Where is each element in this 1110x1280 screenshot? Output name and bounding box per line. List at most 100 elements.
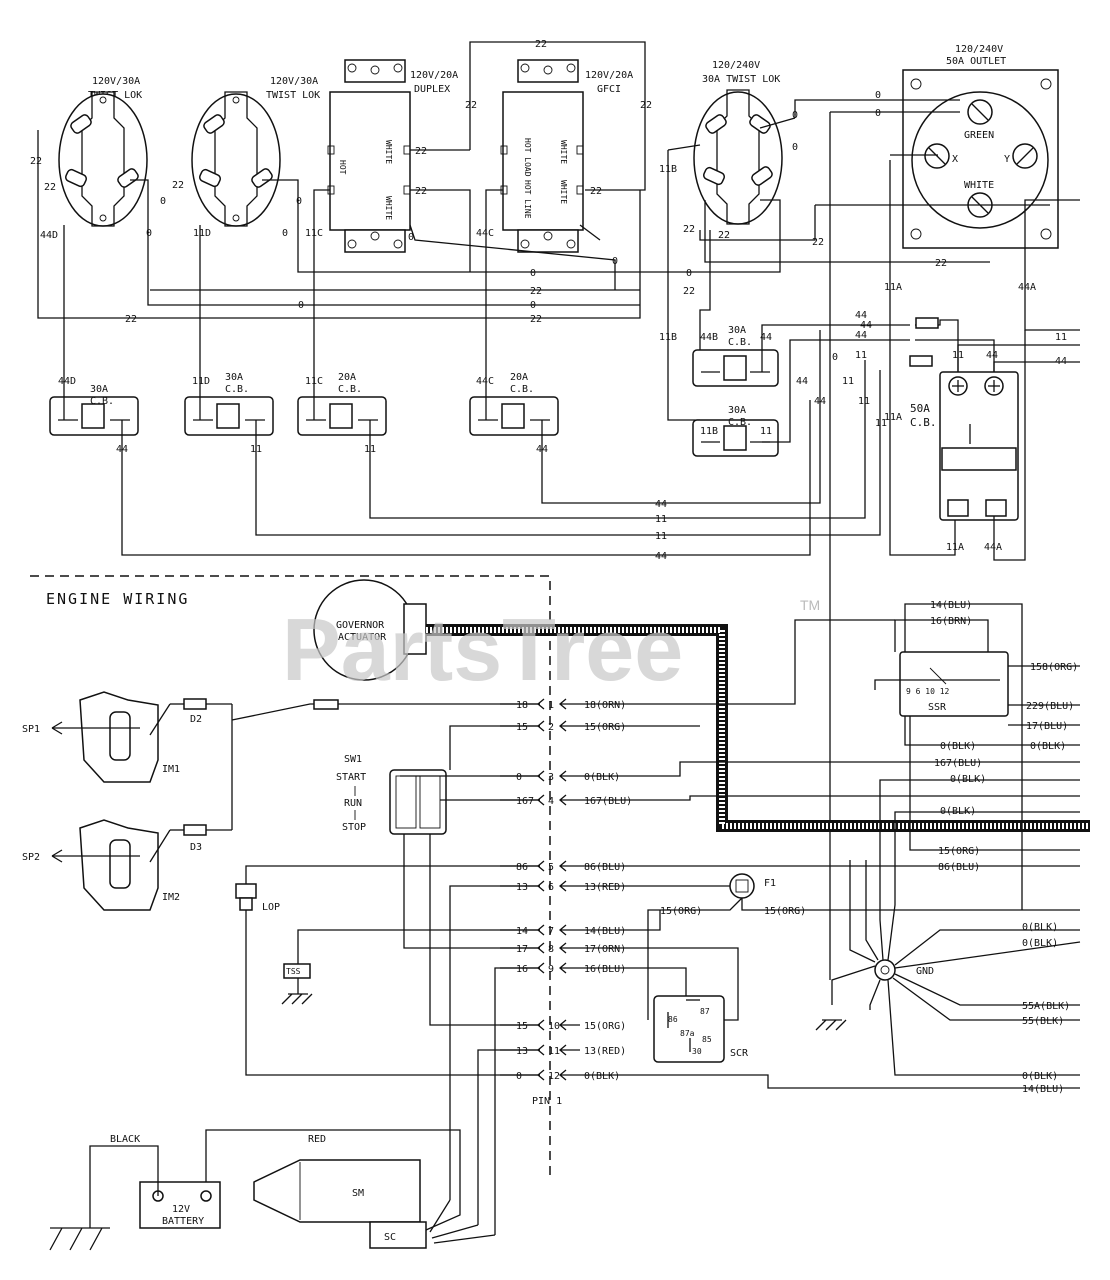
connector-left-label: 16 [516,964,528,975]
wire-label-11-d: 11 [875,418,887,429]
right-wire-label: 55A(BLK) [1022,1001,1070,1012]
wire-label-0-b: 0 [530,300,536,311]
cb4-in: 44C [476,376,494,387]
wire-label-22-r2: 22 [172,180,184,191]
cb5-out: 44 [760,332,772,343]
wire-label-22-r5b: 22 [718,230,730,241]
wire-label-11-bus2: 11 [655,531,667,542]
wire-label-11b-mid: 11B [659,332,677,343]
wire-label-11-b: 11 [842,376,854,387]
connector-pin-number: 6 [548,882,554,893]
wire-label-11-a: 11 [855,350,867,361]
gfci-label: 120V/20A [585,70,633,81]
ground-label: GND [916,966,934,977]
breaker-cb1: 30A C.B. 44D 44 [49,225,811,556]
connector-left-label: 15 [516,722,528,733]
wire-label-11d-top: 11D [193,228,211,239]
receptacle-gfci: 120V/20A GFCI HOT LOAD HOT LINE WHITE WH… [500,59,633,253]
starter-motor-label: SM [352,1188,364,1199]
cb6-in: 11B [700,426,718,437]
tss-label: TSS [286,967,301,976]
gfci-white-bottom-label: WHITE [559,180,568,204]
relay-scr: 86 87 87a 85 30 SCR [580,947,749,1063]
wire-label-44c-top: 44C [476,228,494,239]
watermark: PartsTree [282,600,683,699]
wire-label-11-c: 11 [858,396,870,407]
wire-label-0-f: 0 [146,228,152,239]
connector-pin-number: 12 [548,1071,560,1082]
right-wire-label: 14(BLU) [930,600,972,611]
duplex-hot-label: HOT [338,160,347,175]
watermark-tm: TM [800,597,820,613]
wire-label-0-l: 0 [875,90,881,101]
right-wire-label: 158(ORG) [1030,662,1078,673]
connector-left-label: 86 [516,862,528,873]
cb5-rating: 30A [728,325,746,336]
wire-label-0-a: 0 [298,300,304,311]
connector-chevron [536,1069,580,1081]
right-wire-label: 0(BLK) [940,806,976,817]
right-wire-label: 15(ORG) [938,846,980,857]
wire-label-22-r1b: 22 [44,182,56,193]
ignition-module-2: SP2 IM2 [22,819,180,911]
ssr-relay: SSR 9 6 10 12 [580,603,1080,910]
engine-wiring-boundary [30,575,551,1180]
cb50-rating: 50A [910,402,930,415]
connector-right-label: 0(BLK) [584,1071,620,1082]
connector-chevron [536,942,580,954]
wire-label-22-outlet2: 22 [935,258,947,269]
wire-label-22-top: 22 [535,39,547,50]
cb6-rating: 30A [728,405,746,416]
relay-86: 86 [668,1015,678,1024]
wire-label-0-m: 0 [875,108,881,119]
cb2-rating: 30A [225,372,243,383]
wire-label-11b-top: 11B [659,164,677,175]
wire-label-11a-mid: 11A [884,412,902,423]
wire-label-44-bus1: 44 [655,499,667,510]
receptacle-duplex: 120V/20A DUPLEX HOT WHITE WHITE [327,59,458,253]
connector-right-label: 16(BLU) [584,964,626,975]
right-wire-label: 0(BLK) [1030,741,1066,752]
wire-label-0-k: 0 [792,110,798,121]
cb50-bottom-right: 44A [984,542,1002,553]
connector-pin-number: 11 [548,1046,560,1057]
right-wire-label: 0(BLK) [950,774,986,785]
ground-star: GND [580,716,1081,1089]
connector-chevron [536,698,580,710]
outlet-50a-sublabel: 50A OUTLET [946,56,1006,67]
wire-15-a [449,725,540,770]
duplex-white-top-label: WHITE [384,140,393,164]
connector-left-label: 13 [516,1046,528,1057]
connector-pin-number: 4 [548,796,554,807]
connector-right-label: 0(BLK) [584,772,620,783]
battery-sublabel: BATTERY [162,1216,204,1227]
breaker-cb2: 30A C.B. 11D 11 [184,225,881,536]
connector-left-label: 13 [516,882,528,893]
cb6-out: 11 [760,426,772,437]
switch-sw1: SW1 START RUN STOP [336,754,447,835]
breaker-cb6: 30A C.B. 11B 11 [692,339,910,457]
wire-label-44a-top: 44A [1018,282,1036,293]
top-wire-labels: 22 22 22 22 22 22 22 22 22 22 22 22 22 2… [30,39,1067,562]
connector-left-label: 18 [516,700,528,711]
ssr-pins: 9 6 10 12 [906,687,950,696]
connector-chevron [536,880,580,892]
outlet-x-label: X [952,154,958,165]
connector-right-label: 17(ORN) [584,944,626,955]
outlet-green-label: GREEN [964,130,994,141]
right-side-labels: 14(BLU)16(BRN)158(ORG)229(BLU)17(BLU)0(B… [660,600,1078,1095]
ignition-module-1: SP1 IM1 [22,691,180,783]
connector-chevron [536,794,580,806]
fuse-f1: F1 [580,873,1080,1020]
starter-contactor-label: SC [384,1232,396,1243]
wire-label-0-n: 0 [792,142,798,153]
wire-label-0-h: 0 [282,228,288,239]
wire-label-44-a: 44 [855,310,867,321]
connector-pin-number: 3 [548,772,554,783]
